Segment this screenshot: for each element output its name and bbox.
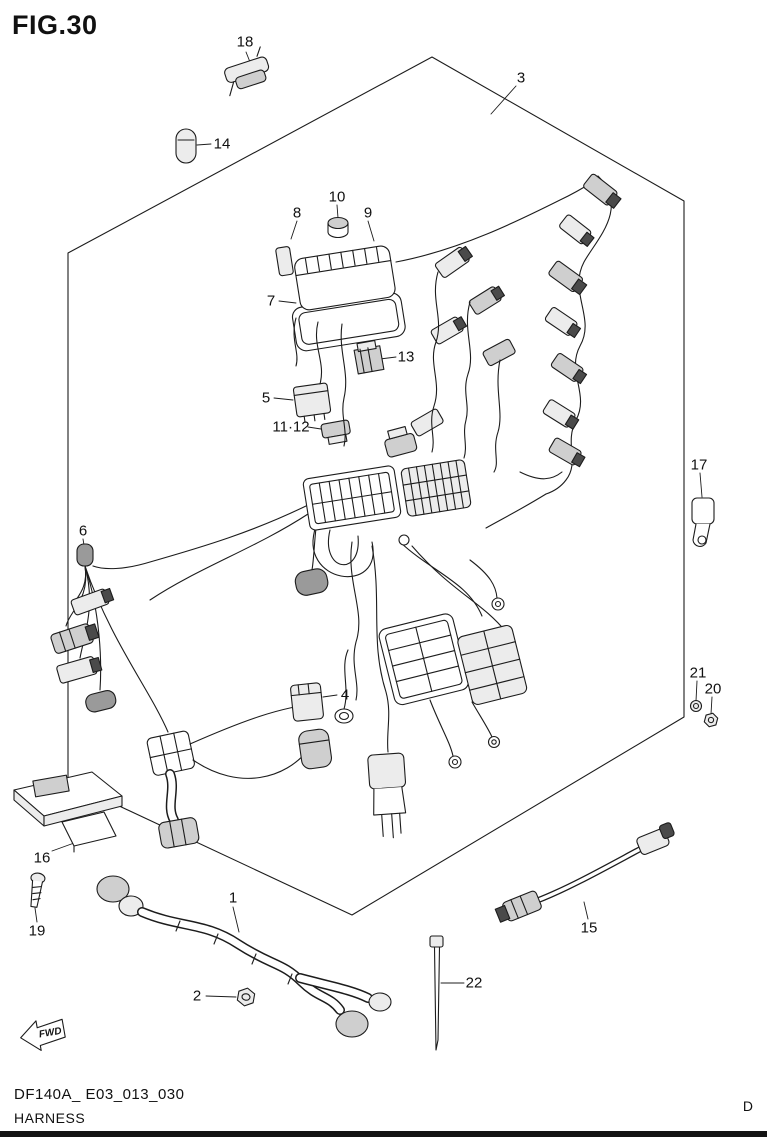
bottom-plug bbox=[367, 752, 407, 839]
callout-part-21: 21 bbox=[689, 664, 707, 682]
callout-part-14: 14 bbox=[213, 135, 231, 153]
main-connector-b bbox=[400, 459, 472, 517]
left-harness-cluster bbox=[50, 565, 200, 849]
callout-part-17: 17 bbox=[690, 456, 708, 474]
part-13-relay bbox=[353, 339, 385, 375]
part-10-cap bbox=[327, 216, 349, 239]
callout-part-9: 9 bbox=[363, 204, 373, 222]
part-5-relay bbox=[292, 382, 332, 423]
callout-part-6: 6 bbox=[78, 522, 88, 540]
callout-part-1: 1 bbox=[228, 889, 238, 907]
part-1-harness bbox=[96, 875, 392, 1038]
part-17-bracket bbox=[691, 497, 715, 547]
lower-connector-a bbox=[378, 613, 469, 706]
part-4-relay bbox=[290, 682, 324, 722]
callout-part-18: 18 bbox=[236, 33, 254, 51]
callout-part-16: 16 bbox=[33, 849, 51, 867]
lower-capsule-connector bbox=[298, 728, 333, 770]
part-16-bracket bbox=[13, 771, 123, 853]
fwd-arrow-icon: FWD bbox=[20, 1018, 66, 1051]
part-21-washer bbox=[689, 699, 703, 713]
drawing-code: DF140A_ E03_013_030 bbox=[14, 1086, 185, 1103]
callout-part-22: 22 bbox=[465, 974, 483, 992]
lower-connector-b bbox=[457, 624, 528, 705]
callout-part-5: 5 bbox=[261, 389, 271, 407]
diagram-boundary-box bbox=[67, 56, 685, 916]
callout-part-13: 13 bbox=[397, 348, 415, 366]
page-letter: D bbox=[742, 1098, 753, 1114]
callout-part-7: 7 bbox=[266, 292, 276, 310]
grommet-ring bbox=[334, 708, 354, 724]
callout-part-2: 2 bbox=[192, 987, 202, 1005]
capsule-connector bbox=[294, 568, 329, 596]
callout-leader-lines bbox=[34, 51, 713, 998]
callout-part-15: 15 bbox=[580, 919, 598, 937]
ring-terminals bbox=[448, 735, 501, 769]
drawing-name: HARNESS bbox=[14, 1110, 86, 1126]
part-18-clamp bbox=[224, 46, 270, 97]
figure-title: FIG.30 bbox=[12, 10, 98, 40]
part-14-cap bbox=[175, 128, 197, 164]
part-20-nut bbox=[703, 712, 719, 728]
callout-part-20: 20 bbox=[704, 680, 722, 698]
part-11-12-fuse bbox=[320, 419, 351, 445]
bottom-border bbox=[0, 1131, 767, 1137]
callout-part-11-12: 11·12 bbox=[272, 418, 310, 436]
callout-part-8: 8 bbox=[292, 204, 302, 222]
part-15-cable bbox=[494, 822, 675, 923]
right-wire-bundle bbox=[395, 173, 622, 495]
middle-connectors bbox=[384, 245, 516, 458]
callout-part-4: 4 bbox=[340, 686, 350, 704]
callout-part-10: 10 bbox=[328, 188, 346, 206]
callout-part-19: 19 bbox=[28, 922, 46, 940]
part-22-cable-tie bbox=[429, 935, 444, 1051]
part-6-cap bbox=[76, 543, 94, 567]
fwd-label: FWD bbox=[38, 1026, 62, 1041]
part-2-nut bbox=[236, 987, 256, 1007]
callout-part-3: 3 bbox=[516, 69, 526, 87]
fuse-box-assembly bbox=[275, 245, 406, 352]
part-19-screw bbox=[30, 872, 46, 908]
main-connector-a bbox=[302, 465, 402, 531]
